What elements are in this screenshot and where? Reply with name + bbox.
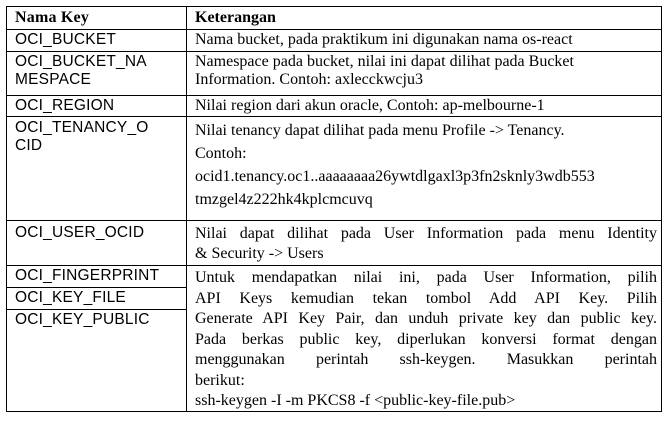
desc-cell: Nama bucket, pada praktikum ini digunaka… bbox=[195, 31, 657, 49]
key-cell: OCI_KEY_FILE bbox=[15, 289, 183, 307]
key-subdivider bbox=[7, 287, 186, 288]
desc-text: Untuk mendapatkan nilai ini, pada User I… bbox=[195, 269, 657, 286]
desc-text: API Keys kemudian tekan tombol Add API K… bbox=[195, 289, 657, 307]
desc-text: tmzgel4z222hk4kplcmcuvq bbox=[195, 191, 373, 208]
desc-text: & Security -> Users bbox=[195, 245, 324, 262]
key-cell: OCI_FINGERPRINT bbox=[15, 267, 183, 285]
key-cell: OCI_TENANCY_O CID bbox=[15, 119, 183, 155]
keys-table: Nama Key Keterangan OCI_BUCKET Nama buck… bbox=[6, 6, 662, 412]
desc-text: Namespace pada bucket, nilai ini dapat d… bbox=[195, 53, 574, 70]
key-text: OCI_BUCKET_NA bbox=[15, 53, 147, 70]
key-text: OCI_FINGERPRINT bbox=[15, 267, 160, 284]
key-cell: OCI_KEY_PUBLIC bbox=[15, 311, 183, 329]
key-text: OCI_KEY_FILE bbox=[15, 289, 126, 306]
key-text: CID bbox=[15, 137, 43, 154]
column-divider bbox=[186, 7, 187, 411]
key-text: MESPACE bbox=[15, 71, 92, 88]
header-desc: Keterangan bbox=[195, 9, 276, 26]
desc-text: berikut: bbox=[195, 371, 245, 389]
desc-text: ocid1.tenancy.oc1..aaaaaaaa26ywtdlgaxl3p… bbox=[195, 168, 595, 185]
key-text: OCI_TENANCY_O bbox=[15, 119, 149, 136]
desc-cell: Nilai dapat dilihat pada User Informatio… bbox=[195, 224, 657, 264]
desc-text: Information. Contoh: axlecckwcju3 bbox=[195, 71, 423, 88]
header-key: Nama Key bbox=[15, 9, 90, 26]
desc-text: ssh-keygen -I -m PKCS8 -f <public-key-fi… bbox=[195, 392, 516, 409]
row-divider bbox=[7, 116, 661, 117]
row-divider bbox=[7, 95, 661, 96]
desc-text: Pada berkas public key, diperlukan konve… bbox=[195, 330, 657, 348]
key-text: OCI_USER_OCID bbox=[15, 224, 145, 241]
key-cell: OCI_REGION bbox=[15, 97, 183, 115]
row-divider bbox=[7, 220, 661, 221]
key-text: OCI_REGION bbox=[15, 97, 115, 114]
desc-text: menggunakan perintah ssh-keygen. Masukka… bbox=[195, 351, 657, 368]
desc-text: Nilai region dari akun oracle, Contoh: a… bbox=[195, 97, 545, 114]
row-divider bbox=[7, 51, 661, 52]
desc-text: Nama bucket, pada praktikum ini digunaka… bbox=[195, 31, 573, 48]
desc-text: Nilai dapat dilihat pada User Informatio… bbox=[195, 225, 657, 242]
row-divider bbox=[7, 265, 661, 266]
desc-cell: Namespace pada bucket, nilai ini dapat d… bbox=[195, 53, 657, 89]
key-text: OCI_KEY_PUBLIC bbox=[15, 311, 150, 328]
desc-text: Nilai tenancy dapat dilihat pada menu Pr… bbox=[195, 122, 565, 139]
desc-text: Generate API Key Pair, dan unduh private… bbox=[195, 310, 657, 327]
key-subdivider bbox=[7, 309, 186, 310]
key-text: OCI_BUCKET bbox=[15, 31, 117, 48]
desc-cell: Untuk mendapatkan nilai ini, pada User I… bbox=[195, 268, 657, 412]
row-divider bbox=[7, 29, 661, 30]
desc-text: Contoh: bbox=[195, 145, 247, 162]
key-cell: OCI_BUCKET_NA MESPACE bbox=[15, 53, 183, 89]
key-cell: OCI_USER_OCID bbox=[15, 224, 183, 242]
desc-cell: Nilai tenancy dapat dilihat pada menu Pr… bbox=[195, 119, 657, 211]
desc-cell: Nilai region dari akun oracle, Contoh: a… bbox=[195, 97, 657, 115]
key-cell: OCI_BUCKET bbox=[15, 31, 183, 49]
